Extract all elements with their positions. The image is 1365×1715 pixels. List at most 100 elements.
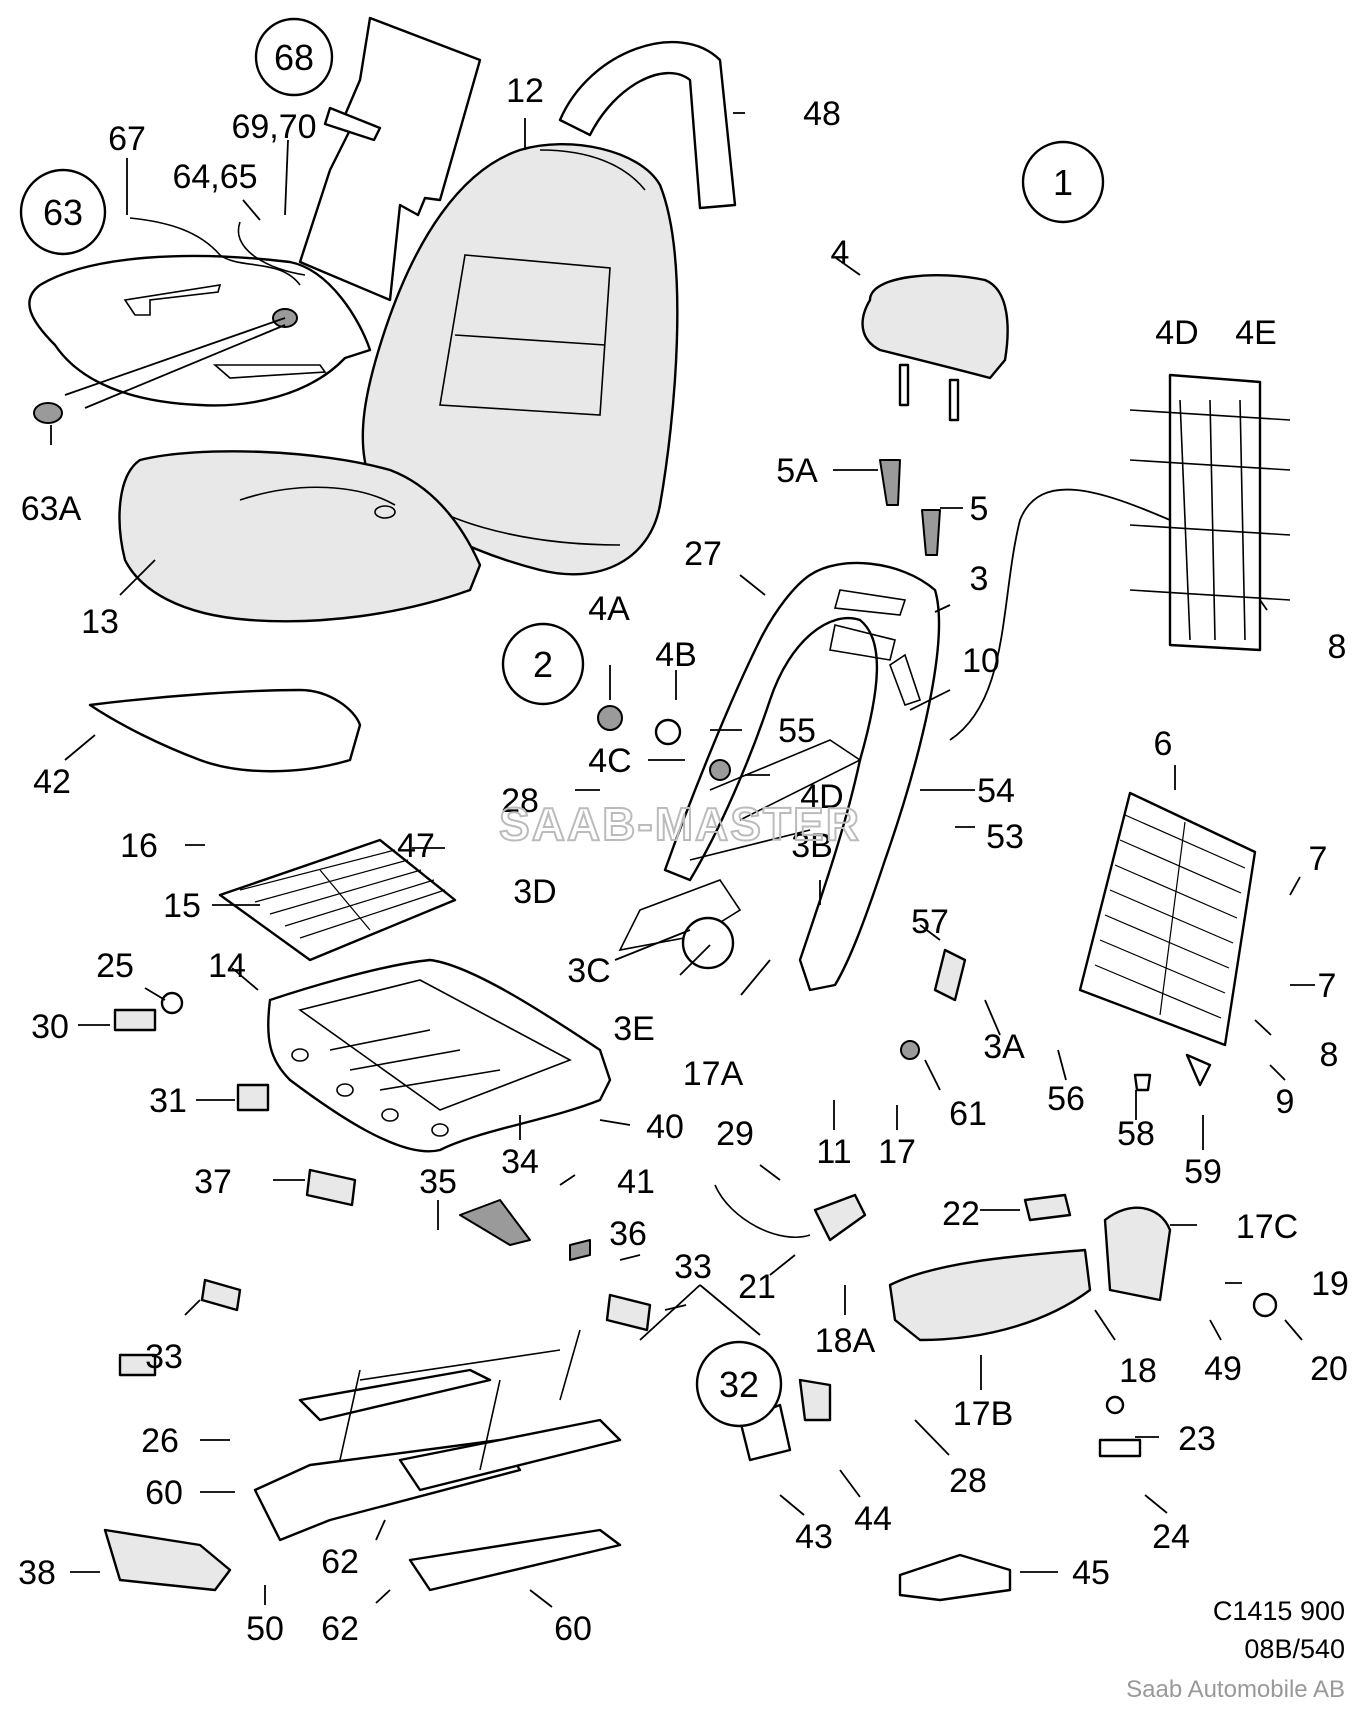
callout-5: 5 — [970, 490, 989, 528]
watermark: SAAB-MASTER — [499, 798, 861, 850]
part-12-backrest-cover — [361, 143, 679, 576]
callout-4A: 4A — [588, 590, 630, 628]
part-63-heating-pad — [28, 217, 372, 424]
callout-4: 4 — [831, 234, 850, 272]
callout-40: 40 — [646, 1108, 684, 1146]
callout-3B: 3B — [791, 827, 833, 865]
callout-55: 55 — [778, 712, 816, 750]
callout-19: 19 — [1311, 1265, 1349, 1303]
callout-37: 37 — [194, 1163, 232, 1201]
callout-5A: 5A — [776, 452, 818, 490]
circled-label-32: 32 — [695, 1340, 783, 1428]
copyright: Saab Automobile AB — [1126, 1676, 1345, 1703]
callout-23: 23 — [1178, 1420, 1216, 1458]
small-parts — [113, 705, 1278, 1458]
callout-29: 29 — [716, 1115, 754, 1153]
callout-49: 49 — [1204, 1350, 1242, 1388]
part-15-spring-mat — [218, 838, 457, 962]
svg-text:68: 68 — [274, 37, 314, 78]
part-3-backrest-frame — [618, 561, 941, 992]
svg-text:63: 63 — [43, 192, 83, 233]
svg-text:2: 2 — [533, 644, 553, 685]
drawing-code: C1415 900 — [1213, 1596, 1345, 1626]
page-reference: 08B/540 — [1244, 1634, 1345, 1664]
part-42-pad — [88, 688, 362, 773]
callout-3A: 3A — [983, 1028, 1025, 1066]
part-14-seat-frame — [267, 958, 612, 1153]
callout-8-top: 8 — [1328, 628, 1347, 666]
callout-3E: 3E — [613, 1010, 655, 1048]
callout-7-top: 7 — [1309, 840, 1328, 878]
callout-33-right: 33 — [674, 1248, 712, 1286]
callout-57: 57 — [911, 903, 949, 941]
callout-8-mid: 8 — [1320, 1036, 1339, 1074]
callout-34: 34 — [501, 1143, 539, 1181]
callout-62-bottom: 62 — [321, 1610, 359, 1648]
callout-47: 47 — [397, 827, 435, 865]
callout-30: 30 — [31, 1008, 69, 1046]
callout-45: 45 — [1072, 1554, 1110, 1592]
callout-41: 41 — [617, 1163, 655, 1201]
part-4D-lumbar-support — [949, 373, 1291, 741]
callout-58: 58 — [1117, 1115, 1155, 1153]
circled-labels: 68 63 1 2 32 — [19, 17, 1105, 1428]
callout-31: 31 — [149, 1082, 187, 1120]
callout-53: 53 — [986, 818, 1024, 856]
circled-label-2: 2 — [501, 622, 585, 706]
footer: C1415 900 08B/540 Saab Automobile AB — [1126, 1596, 1345, 1703]
callout-27: 27 — [684, 535, 722, 573]
callout-38: 38 — [18, 1554, 56, 1592]
callout-60-bottom: 60 — [554, 1610, 592, 1648]
callout-17: 17 — [878, 1133, 916, 1171]
callout-62-top: 62 — [321, 1543, 359, 1581]
callout-13: 13 — [81, 603, 119, 641]
callout-17A: 17A — [683, 1055, 744, 1093]
circled-label-1: 1 — [1021, 140, 1105, 224]
callout-4E: 4E — [1235, 314, 1277, 352]
callout-26: 26 — [141, 1422, 179, 1460]
callout-54: 54 — [977, 772, 1015, 810]
callout-14: 14 — [208, 947, 246, 985]
callout-50: 50 — [246, 1610, 284, 1648]
callout-4C: 4C — [588, 742, 631, 780]
part-60-seat-rails — [253, 1329, 622, 1592]
callout-20: 20 — [1310, 1350, 1348, 1388]
callout-28-top: 28 — [501, 782, 539, 820]
callout-43: 43 — [795, 1518, 833, 1556]
callout-35: 35 — [419, 1163, 457, 1201]
callout-24: 24 — [1152, 1518, 1190, 1556]
callout-44: 44 — [854, 1500, 892, 1538]
callout-63A: 63A — [21, 490, 82, 528]
circled-label-68: 68 — [254, 17, 334, 97]
leader-lines — [50, 112, 1315, 1608]
circled-label-63: 63 — [19, 168, 107, 256]
part-37-33-motors — [200, 948, 967, 1332]
callout-22: 22 — [942, 1195, 980, 1233]
callout-18A: 18A — [815, 1322, 876, 1360]
callout-12: 12 — [506, 72, 544, 110]
part-48-bar — [558, 40, 737, 210]
callout-67: 67 — [108, 120, 146, 158]
callout-3: 3 — [970, 560, 989, 598]
callout-21: 21 — [738, 1268, 776, 1306]
callout-36: 36 — [609, 1215, 647, 1253]
callout-9: 9 — [1276, 1083, 1295, 1121]
callout-59: 59 — [1184, 1153, 1222, 1191]
callout-69-70: 69,70 — [231, 108, 316, 146]
callout-16: 16 — [120, 827, 158, 865]
callout-61: 61 — [949, 1095, 987, 1133]
callout-60-left: 60 — [145, 1474, 183, 1512]
callout-4B: 4B — [655, 636, 697, 674]
svg-text:1: 1 — [1053, 162, 1073, 203]
callout-6: 6 — [1154, 725, 1173, 763]
callout-3D: 3D — [513, 873, 556, 911]
svg-text:32: 32 — [719, 1364, 759, 1405]
callout-labels: 12 48 67 69,70 64,65 4 4D 4E 63A 5A 5 27… — [18, 72, 1349, 1648]
part-38-control-box — [103, 1528, 232, 1592]
callout-4D-top: 4D — [1155, 314, 1198, 352]
callout-4D-mid: 4D — [800, 778, 843, 816]
callout-18: 18 — [1119, 1352, 1157, 1390]
callout-33-left: 33 — [145, 1338, 183, 1376]
callout-7-mid: 7 — [1318, 967, 1337, 1005]
